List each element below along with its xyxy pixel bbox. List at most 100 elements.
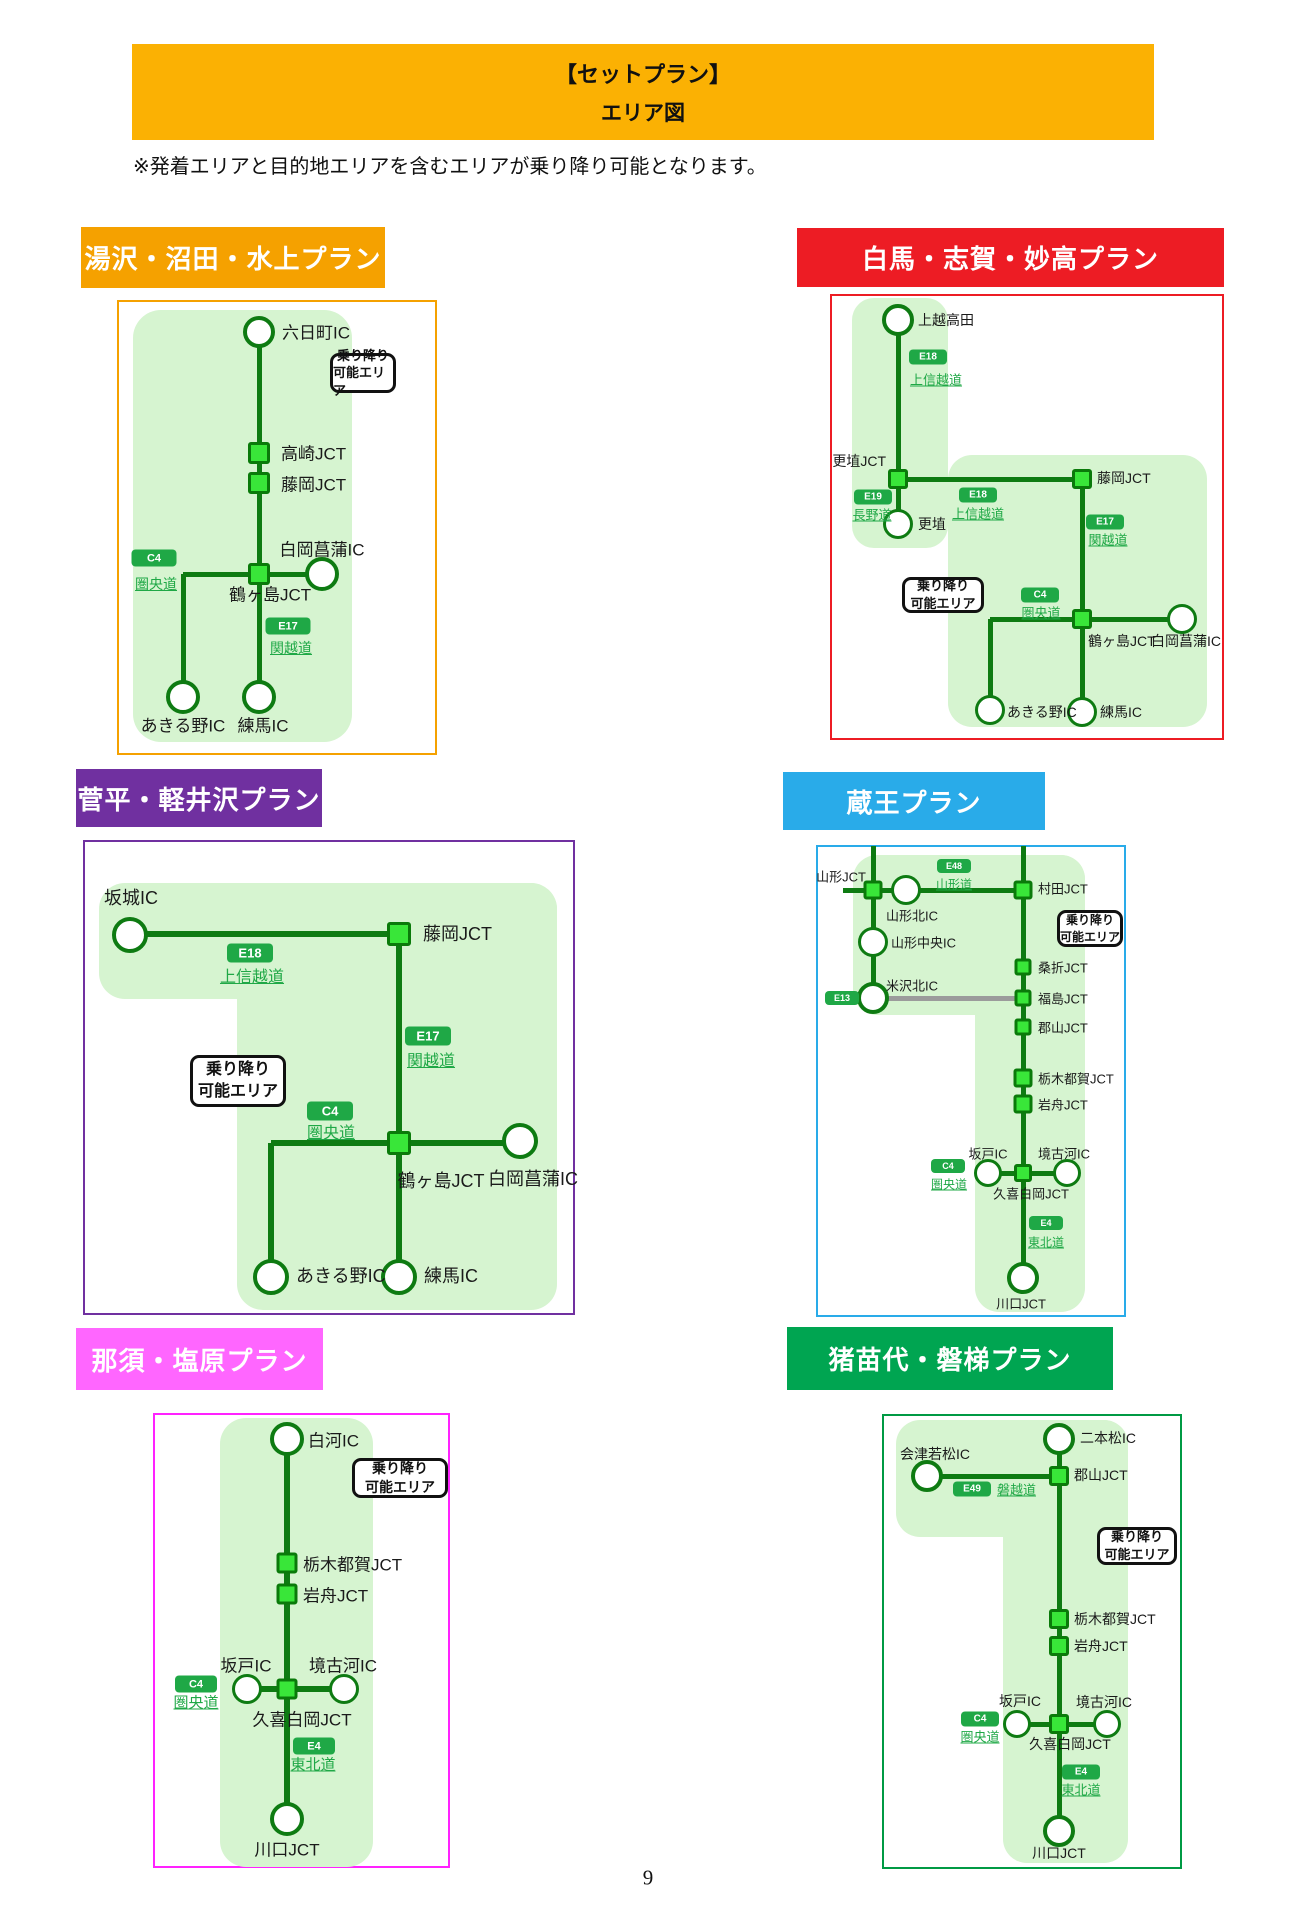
route-line-nasu-shiobara-0 <box>284 1439 290 1819</box>
route-line-sugadaira-karuizawa-1 <box>396 934 402 1277</box>
set-plan-banner: 【セットプラン】 エリア図 <box>132 44 1154 140</box>
node-label-zao-1: 山形北IC <box>885 908 939 924</box>
route-badge-zao-C4-2: C4 <box>931 1159 965 1173</box>
jct-node-hakuba-shiga-myoko-3 <box>1072 469 1092 489</box>
banner-title: 【セットプラン】 <box>554 62 731 87</box>
node-label-inawashiro-bandai-5: 坂戸IC <box>999 1693 1041 1709</box>
jct-node-zao-8 <box>1013 1068 1033 1088</box>
route-badge-nasu-shiobara-E4-1: E4 <box>293 1737 335 1755</box>
route-badge-zao-E13-1: E13 <box>825 991 859 1005</box>
ic-node-hakuba-shiga-myoko-0 <box>882 304 914 336</box>
node-label-yuzawa-numata-minakami-1: 高崎JCT <box>281 444 347 464</box>
ride-area-callout-inawashiro-bandai: 乗り降り可能エリア <box>1097 1527 1177 1565</box>
route-badge-inawashiro-bandai-E49-0: E49 <box>953 1481 991 1497</box>
node-label-zao-10: 坂戸IC <box>968 1146 1008 1162</box>
ic-node-yuzawa-numata-minakami-5 <box>166 680 200 714</box>
route-line-sugadaira-karuizawa-3 <box>268 1143 274 1277</box>
ride-area-callout-line: 乗り降り <box>372 1460 428 1477</box>
ic-node-hakuba-shiga-myoko-6 <box>975 695 1005 725</box>
ic-node-yuzawa-numata-minakami-6 <box>242 680 276 714</box>
node-label-hakuba-shiga-myoko-3: 藤岡JCT <box>1097 470 1151 486</box>
road-name-inawashiro-bandai-1: 圏央道 <box>960 1729 1000 1745</box>
jct-node-hakuba-shiga-myoko-4 <box>1072 609 1092 629</box>
node-label-hakuba-shiga-myoko-7: 練馬IC <box>1100 704 1142 720</box>
jct-node-inawashiro-bandai-2 <box>1049 1466 1069 1486</box>
road-name-hakuba-shiga-myoko-3: 関越道 <box>1088 532 1128 548</box>
jct-node-zao-5 <box>1014 958 1032 976</box>
ride-area-callout-line: 乗り降り <box>1065 913 1114 928</box>
jct-node-inawashiro-bandai-6 <box>1049 1714 1069 1734</box>
node-label-nasu-shiobara-5: 境古河IC <box>309 1656 377 1676</box>
ic-node-sugadaira-karuizawa-4 <box>253 1259 289 1295</box>
jct-node-yuzawa-numata-minakami-2 <box>248 472 270 494</box>
page-number: 9 <box>642 1865 654 1890</box>
node-label-zao-9: 岩舟JCT <box>1038 1097 1088 1113</box>
node-label-zao-4: 米沢北IC <box>886 978 939 994</box>
node-label-hakuba-shiga-myoko-5: 白岡菖蒲IC <box>1151 633 1221 649</box>
node-label-zao-11: 久喜白岡JCT <box>993 1186 1069 1202</box>
route-line-hakuba-shiga-myoko-0 <box>895 320 901 524</box>
ride-area-callout-sugadaira-karuizawa: 乗り降り可能エリア <box>190 1055 286 1107</box>
node-label-inawashiro-bandai-6: 久喜白岡JCT <box>1029 1736 1111 1752</box>
jct-node-hakuba-shiga-myoko-1 <box>888 469 908 489</box>
jct-node-sugadaira-karuizawa-2 <box>387 1131 411 1155</box>
panel-header-hakuba-shiga-myoko: 白馬・志賀・妙高プラン <box>797 228 1224 287</box>
route-line-inawashiro-bandai-0 <box>1056 1439 1062 1831</box>
route-line-yuzawa-numata-minakami-2 <box>180 574 186 697</box>
node-label-inawashiro-bandai-3: 栃木都賀JCT <box>1074 1611 1156 1627</box>
ride-area-callout-line: 乗り降り <box>336 347 389 363</box>
ride-area-callout-zao: 乗り降り可能エリア <box>1057 910 1123 947</box>
ic-node-inawashiro-bandai-1 <box>911 1460 943 1492</box>
node-label-zao-3: 山形中央IC <box>891 935 957 951</box>
jct-node-inawashiro-bandai-4 <box>1049 1636 1069 1656</box>
panel-header-zao: 蔵王プラン <box>783 772 1045 830</box>
ic-node-zao-3 <box>858 927 888 957</box>
route-badge-zao-E4-3: E4 <box>1029 1216 1063 1230</box>
jct-node-zao-2 <box>1013 880 1033 900</box>
road-name-zao-0: 山形道 <box>935 877 973 892</box>
node-label-inawashiro-bandai-4: 岩舟JCT <box>1074 1638 1128 1654</box>
route-badge-hakuba-shiga-myoko-E19-1: E19 <box>854 489 892 505</box>
jct-node-nasu-shiobara-4 <box>276 1678 298 1700</box>
road-name-inawashiro-bandai-2: 東北道 <box>1061 1782 1101 1798</box>
node-label-hakuba-shiga-myoko-1: 更埴JCT <box>832 453 886 469</box>
road-name-zao-2: 圏央道 <box>930 1177 968 1192</box>
node-label-zao-5: 桑折JCT <box>1038 960 1088 976</box>
node-label-zao-13: 川口JCT <box>996 1296 1046 1312</box>
node-label-zao-7: 郡山JCT <box>1038 1020 1088 1036</box>
node-label-inawashiro-bandai-7: 境古河IC <box>1076 1694 1132 1710</box>
route-badge-inawashiro-bandai-C4-1: C4 <box>961 1711 999 1727</box>
route-badge-hakuba-shiga-myoko-E18-0: E18 <box>909 349 947 365</box>
ic-node-zao-4 <box>857 982 889 1014</box>
route-badge-zao-E48-0: E48 <box>937 859 971 873</box>
node-label-zao-8: 栃木都賀JCT <box>1038 1071 1114 1087</box>
node-label-sugadaira-karuizawa-3: 白岡菖蒲IC <box>488 1169 578 1189</box>
ic-node-sugadaira-karuizawa-3 <box>502 1123 538 1159</box>
ic-node-zao-12 <box>1053 1159 1081 1187</box>
road-name-hakuba-shiga-myoko-4: 圏央道 <box>1021 605 1061 621</box>
node-label-sugadaira-karuizawa-4: あきる野IC <box>296 1266 386 1286</box>
route-badge-sugadaira-karuizawa-E18-0: E18 <box>227 943 273 963</box>
node-label-yuzawa-numata-minakami-2: 藤岡JCT <box>281 475 347 495</box>
ic-node-nasu-shiobara-3 <box>232 1674 262 1704</box>
jct-node-zao-7 <box>1014 1018 1032 1036</box>
ic-node-hakuba-shiga-myoko-2 <box>883 509 913 539</box>
ride-area-nasu-shiobara-0 <box>220 1418 373 1867</box>
ride-area-callout-line: 可能エリア <box>910 596 976 611</box>
node-label-yuzawa-numata-minakami-0: 六日町IC <box>282 323 350 343</box>
route-line-yuzawa-numata-minakami-0 <box>256 332 262 697</box>
jct-node-sugadaira-karuizawa-1 <box>387 922 411 946</box>
panel-header-nasu-shiobara: 那須・塩原プラン <box>76 1328 323 1390</box>
node-label-nasu-shiobara-0: 白河IC <box>308 1431 359 1451</box>
jct-node-nasu-shiobara-1 <box>276 1552 298 1574</box>
route-line-zao-3 <box>880 995 1023 1001</box>
ic-node-sugadaira-karuizawa-5 <box>381 1259 417 1295</box>
node-label-sugadaira-karuizawa-0: 坂城IC <box>104 888 158 908</box>
jct-node-zao-9 <box>1013 1094 1033 1114</box>
ic-node-zao-1 <box>891 875 921 905</box>
route-line-zao-2 <box>1020 846 1026 1278</box>
ic-node-sugadaira-karuizawa-0 <box>112 917 148 953</box>
ic-node-hakuba-shiga-myoko-7 <box>1067 697 1097 727</box>
jct-node-yuzawa-numata-minakami-1 <box>248 442 270 464</box>
